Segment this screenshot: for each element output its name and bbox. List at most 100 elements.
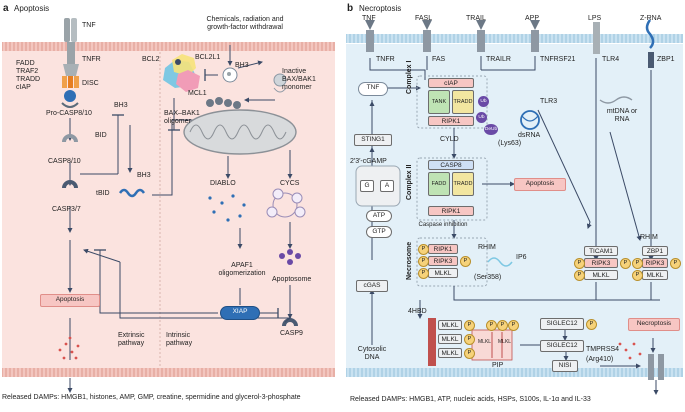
p-badge-n1: P xyxy=(418,244,429,255)
xiap-box: XIAP xyxy=(220,306,260,320)
panel-a-cytoplasm xyxy=(2,44,335,374)
p-badge-o1: P xyxy=(464,320,475,331)
p-badge-t3: P xyxy=(620,258,631,269)
bax-bak1-oligomer-label: BAX–BAK1 oligomer xyxy=(164,110,200,125)
receptor-trailr: TRAILR xyxy=(486,56,511,63)
bh3-label-2: BH3 xyxy=(137,172,151,179)
tmprss4-label: TMPRSS4 xyxy=(586,346,620,353)
fadd-label-a: FADD xyxy=(16,60,35,67)
a-box: A xyxy=(380,180,394,192)
ub-badge-1: Ub xyxy=(478,96,489,107)
ripk1-box-complex1: RIPK1 xyxy=(428,116,474,126)
bcl2-label: BCL2 xyxy=(142,56,160,63)
tradd-box-2: TRADD xyxy=(452,172,474,196)
bcl2l1-label: BCL2L1 xyxy=(195,54,221,61)
ligand-trail: TRAIL xyxy=(466,15,486,22)
ip6-label: IP6 xyxy=(516,254,527,261)
cycs-label: CYCS xyxy=(280,180,300,187)
mlkl-olig-3: MLKL xyxy=(438,348,462,358)
diablo-label: DIABLO xyxy=(210,180,236,187)
panel-b-damps: Released DAMPs: HMGB1, ATP, nucleic acid… xyxy=(350,396,591,403)
ligand-app: APP xyxy=(525,15,540,22)
ripk1-box-complex2: RIPK1 xyxy=(428,206,474,216)
apoptosis-box-a: Apoptosis xyxy=(40,294,100,307)
extrinsic-label: Extrinsic pathway xyxy=(118,332,145,347)
rhim-label: RHIM xyxy=(478,244,496,251)
ligand-fasl: FASL xyxy=(415,15,433,22)
ripk1-box-necrosome: RIPK1 xyxy=(428,244,458,254)
nisi-box: NISI xyxy=(552,360,578,372)
panel-b-cytoplasm xyxy=(346,44,683,374)
cgas-box: cGAS xyxy=(356,280,388,292)
siglec12-box-1: SIGLEC12 xyxy=(540,318,584,330)
atp-box: ATP xyxy=(366,210,392,222)
lys63-label: (Lys63) xyxy=(498,140,522,147)
cgamp-label: 2′3′-cGAMP xyxy=(350,158,387,165)
receptor-tnfr: TNFR xyxy=(376,56,395,63)
siglec12-box-2: SIGLEC12 xyxy=(540,340,584,352)
panel-a-title: Apoptosis xyxy=(14,4,50,13)
complex-i-label: Complex I xyxy=(406,60,413,94)
p-badge-o6: P xyxy=(508,320,519,331)
p-badge-z3: P xyxy=(670,258,681,269)
apoptosis-box-b: Apoptosis xyxy=(514,178,566,191)
ticam1-box: TICAM1 xyxy=(584,246,618,256)
receptor-tnfrsf21: TNFRSF21 xyxy=(540,56,576,63)
p-badge-o5: P xyxy=(497,320,508,331)
tlr3-label: TLR3 xyxy=(540,98,558,105)
apaf1-label: APAF1 oligomerization xyxy=(218,262,266,277)
tnfr-label-a: TNFR xyxy=(82,56,101,63)
panel-a-damps: Released DAMPs: HMGB1, histones, AMP, GM… xyxy=(2,394,301,401)
ripk3-box-zbp1: RIPK3 xyxy=(642,258,668,268)
inactive-monomer-label: Inactive BAX/BAK1 monomer xyxy=(282,68,316,91)
tnf-bubble: TNF xyxy=(358,82,388,96)
ligand-lps: LPS xyxy=(588,15,602,22)
panel-a-bottom-membrane xyxy=(2,368,335,377)
disc-label: DISC xyxy=(82,80,99,87)
stress-label: Chemicals, radiation and growth-factor w… xyxy=(206,16,284,31)
p-badge-n3: P xyxy=(418,268,429,279)
p-badge-n2: P xyxy=(418,256,429,267)
tnf-label-a: TNF xyxy=(82,22,96,29)
p-badge-o4: P xyxy=(486,320,497,331)
mlkl-olig-2: MLKL xyxy=(438,334,462,344)
receptor-zbp1: ZBP1 xyxy=(657,56,675,63)
ser358-label: (Ser358) xyxy=(474,274,502,281)
panel-a-letter: a xyxy=(3,3,9,14)
ligand-tnf: TNF xyxy=(362,15,376,22)
complex-ii-label: Complex II xyxy=(406,164,413,200)
panel-b-bottom-membrane xyxy=(346,368,683,377)
ripk3-box-ticam1: RIPK3 xyxy=(584,258,618,268)
disc-components: FADD TRAF2 TRADD cIAP xyxy=(16,60,40,92)
sting1-box: STING1 xyxy=(354,134,392,146)
mlkl-olig-1: MLKL xyxy=(438,320,462,330)
p-badge-z2: P xyxy=(632,270,643,281)
apoptosome-label: Apoptosome xyxy=(272,276,312,283)
panel-b-title: Necroptosis xyxy=(359,4,402,13)
mlkl-box-zbp1: MLKL xyxy=(642,270,668,280)
fadd-box: FADD xyxy=(428,172,450,196)
p-badge-s1: P xyxy=(586,319,597,330)
4hbd-label: 4HBD xyxy=(408,308,427,315)
receptor-tlr4: TLR4 xyxy=(602,56,620,63)
necroptosis-box: Necroptosis xyxy=(628,318,680,331)
tbid-label: tBID xyxy=(96,190,110,197)
tradd-label-a: TRADD xyxy=(16,76,41,83)
deub-badge: DeUb xyxy=(484,124,498,135)
necrosome-label: Necrosome xyxy=(406,241,413,280)
casp37-label: CASP3/7 xyxy=(52,206,81,213)
receptor-fas: FAS xyxy=(432,56,446,63)
ciap-box: cIAP xyxy=(428,78,474,88)
p-badge-o3: P xyxy=(464,348,475,359)
p-badge-o2: P xyxy=(464,334,475,345)
ciap-label-a: cIAP xyxy=(16,84,31,91)
tradd-box: TRADD xyxy=(452,90,474,114)
bh3-label-1: BH3 xyxy=(114,102,128,109)
p-badge-t1: P xyxy=(574,258,585,269)
casp810-label: CASP8/10 xyxy=(48,158,81,165)
panel-b-top-membrane xyxy=(346,34,683,43)
panel-b-receptors xyxy=(365,19,655,68)
ub-badge-2: Ub xyxy=(476,112,487,123)
mlkl-olig-mem-1: MLKL xyxy=(478,339,492,345)
